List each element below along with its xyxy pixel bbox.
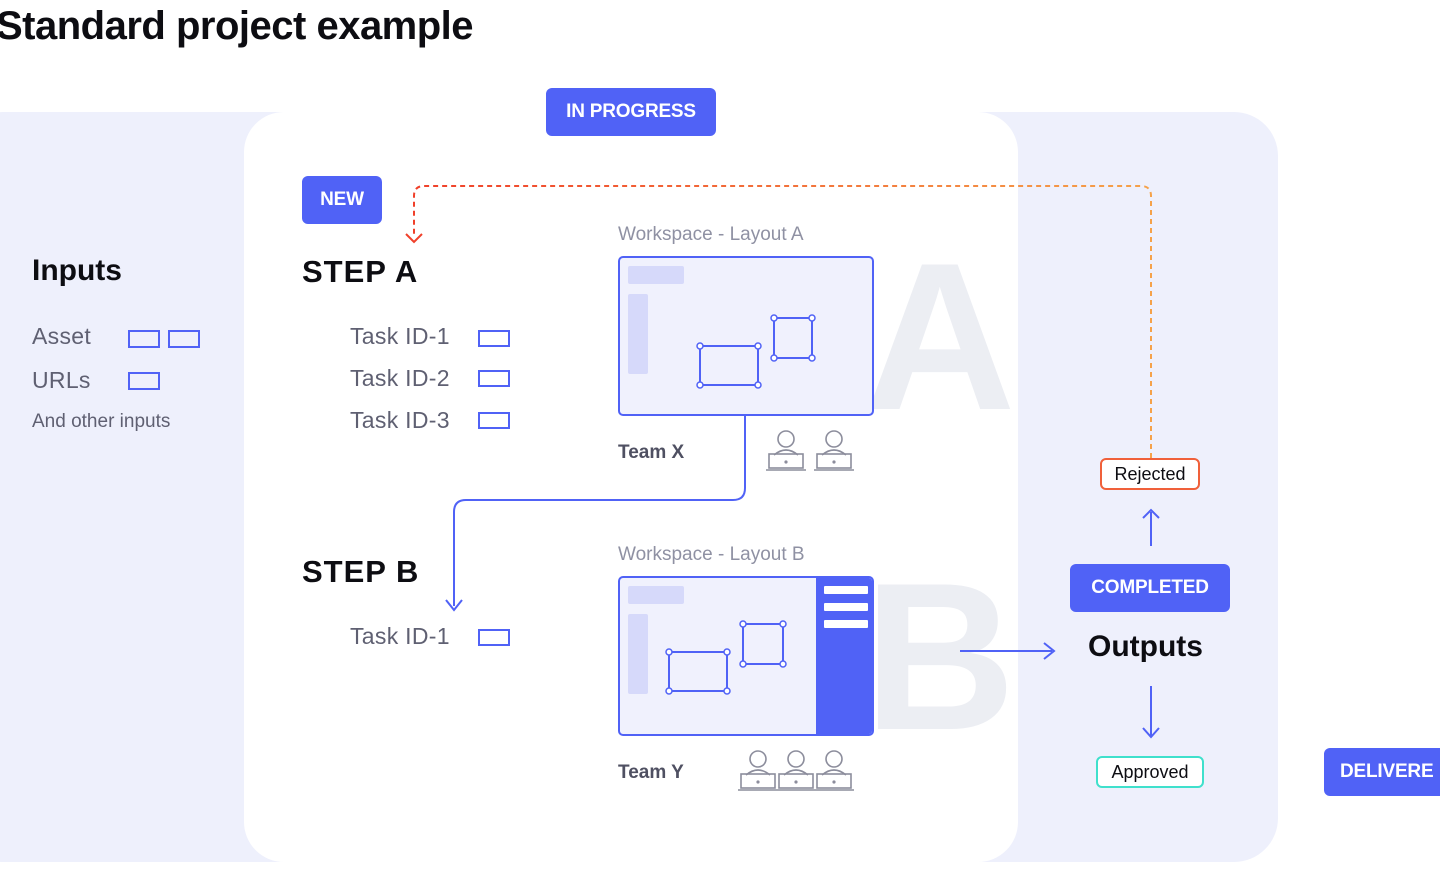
workspace-a-label: Workspace - Layout A (618, 224, 804, 245)
status-badge-in-progress: IN PROGRESS (546, 88, 716, 136)
task-file-icon (478, 412, 510, 429)
watermark-letter-a: A (864, 219, 1016, 454)
step-b-task-1: Task ID-1 (350, 623, 450, 649)
rejected-arrowhead (1142, 508, 1160, 519)
inputs-heading: Inputs (32, 254, 122, 287)
workspace-b-window (618, 576, 874, 736)
input-other-label: And other inputs (32, 411, 171, 432)
step-a-to-step-b-connector (453, 416, 746, 606)
step-b-arrowhead (445, 599, 463, 612)
asset-file-icon (168, 330, 200, 348)
task-file-icon (478, 330, 510, 347)
input-asset-label: Asset (32, 323, 92, 349)
workspace-a-illustration (628, 266, 816, 389)
asset-file-icon (128, 330, 160, 348)
status-rejected: Rejected (1100, 458, 1200, 490)
watermark-letter-b: B (864, 539, 1016, 774)
team-x-label: Team X (618, 442, 685, 463)
outputs-arrowhead (1043, 642, 1056, 660)
workspace-a-window (618, 256, 874, 416)
rejected-loop-back-connector (413, 185, 1152, 458)
step-a-task-2: Task ID-2 (350, 365, 450, 391)
team-y-members-icon (738, 750, 854, 791)
team-y-label: Team Y (618, 762, 684, 783)
page-title: Standard project example (0, 4, 474, 48)
url-file-icon (128, 372, 160, 390)
status-badge-completed: COMPLETED (1070, 564, 1230, 612)
in-progress-card (244, 112, 1018, 862)
rejected-loop-arrowhead (405, 233, 423, 244)
status-badge-delivered: DELIVERE (1324, 748, 1440, 796)
status-badge-new: NEW (302, 176, 382, 224)
step-a-task-3: Task ID-3 (350, 407, 450, 433)
task-file-icon (478, 370, 510, 387)
task-file-icon (478, 629, 510, 646)
input-urls-label: URLs (32, 367, 91, 393)
status-approved: Approved (1096, 756, 1204, 788)
step-a-heading: STEP A (302, 254, 419, 289)
approved-arrowhead (1142, 727, 1160, 739)
step-b-heading: STEP B (302, 554, 420, 589)
team-x-members-icon (766, 430, 854, 471)
step-a-task-1: Task ID-1 (350, 323, 450, 349)
workspace-b-label: Workspace - Layout B (618, 544, 805, 565)
outputs-heading: Outputs (1088, 630, 1203, 663)
workspace-b-illustration (628, 578, 872, 734)
